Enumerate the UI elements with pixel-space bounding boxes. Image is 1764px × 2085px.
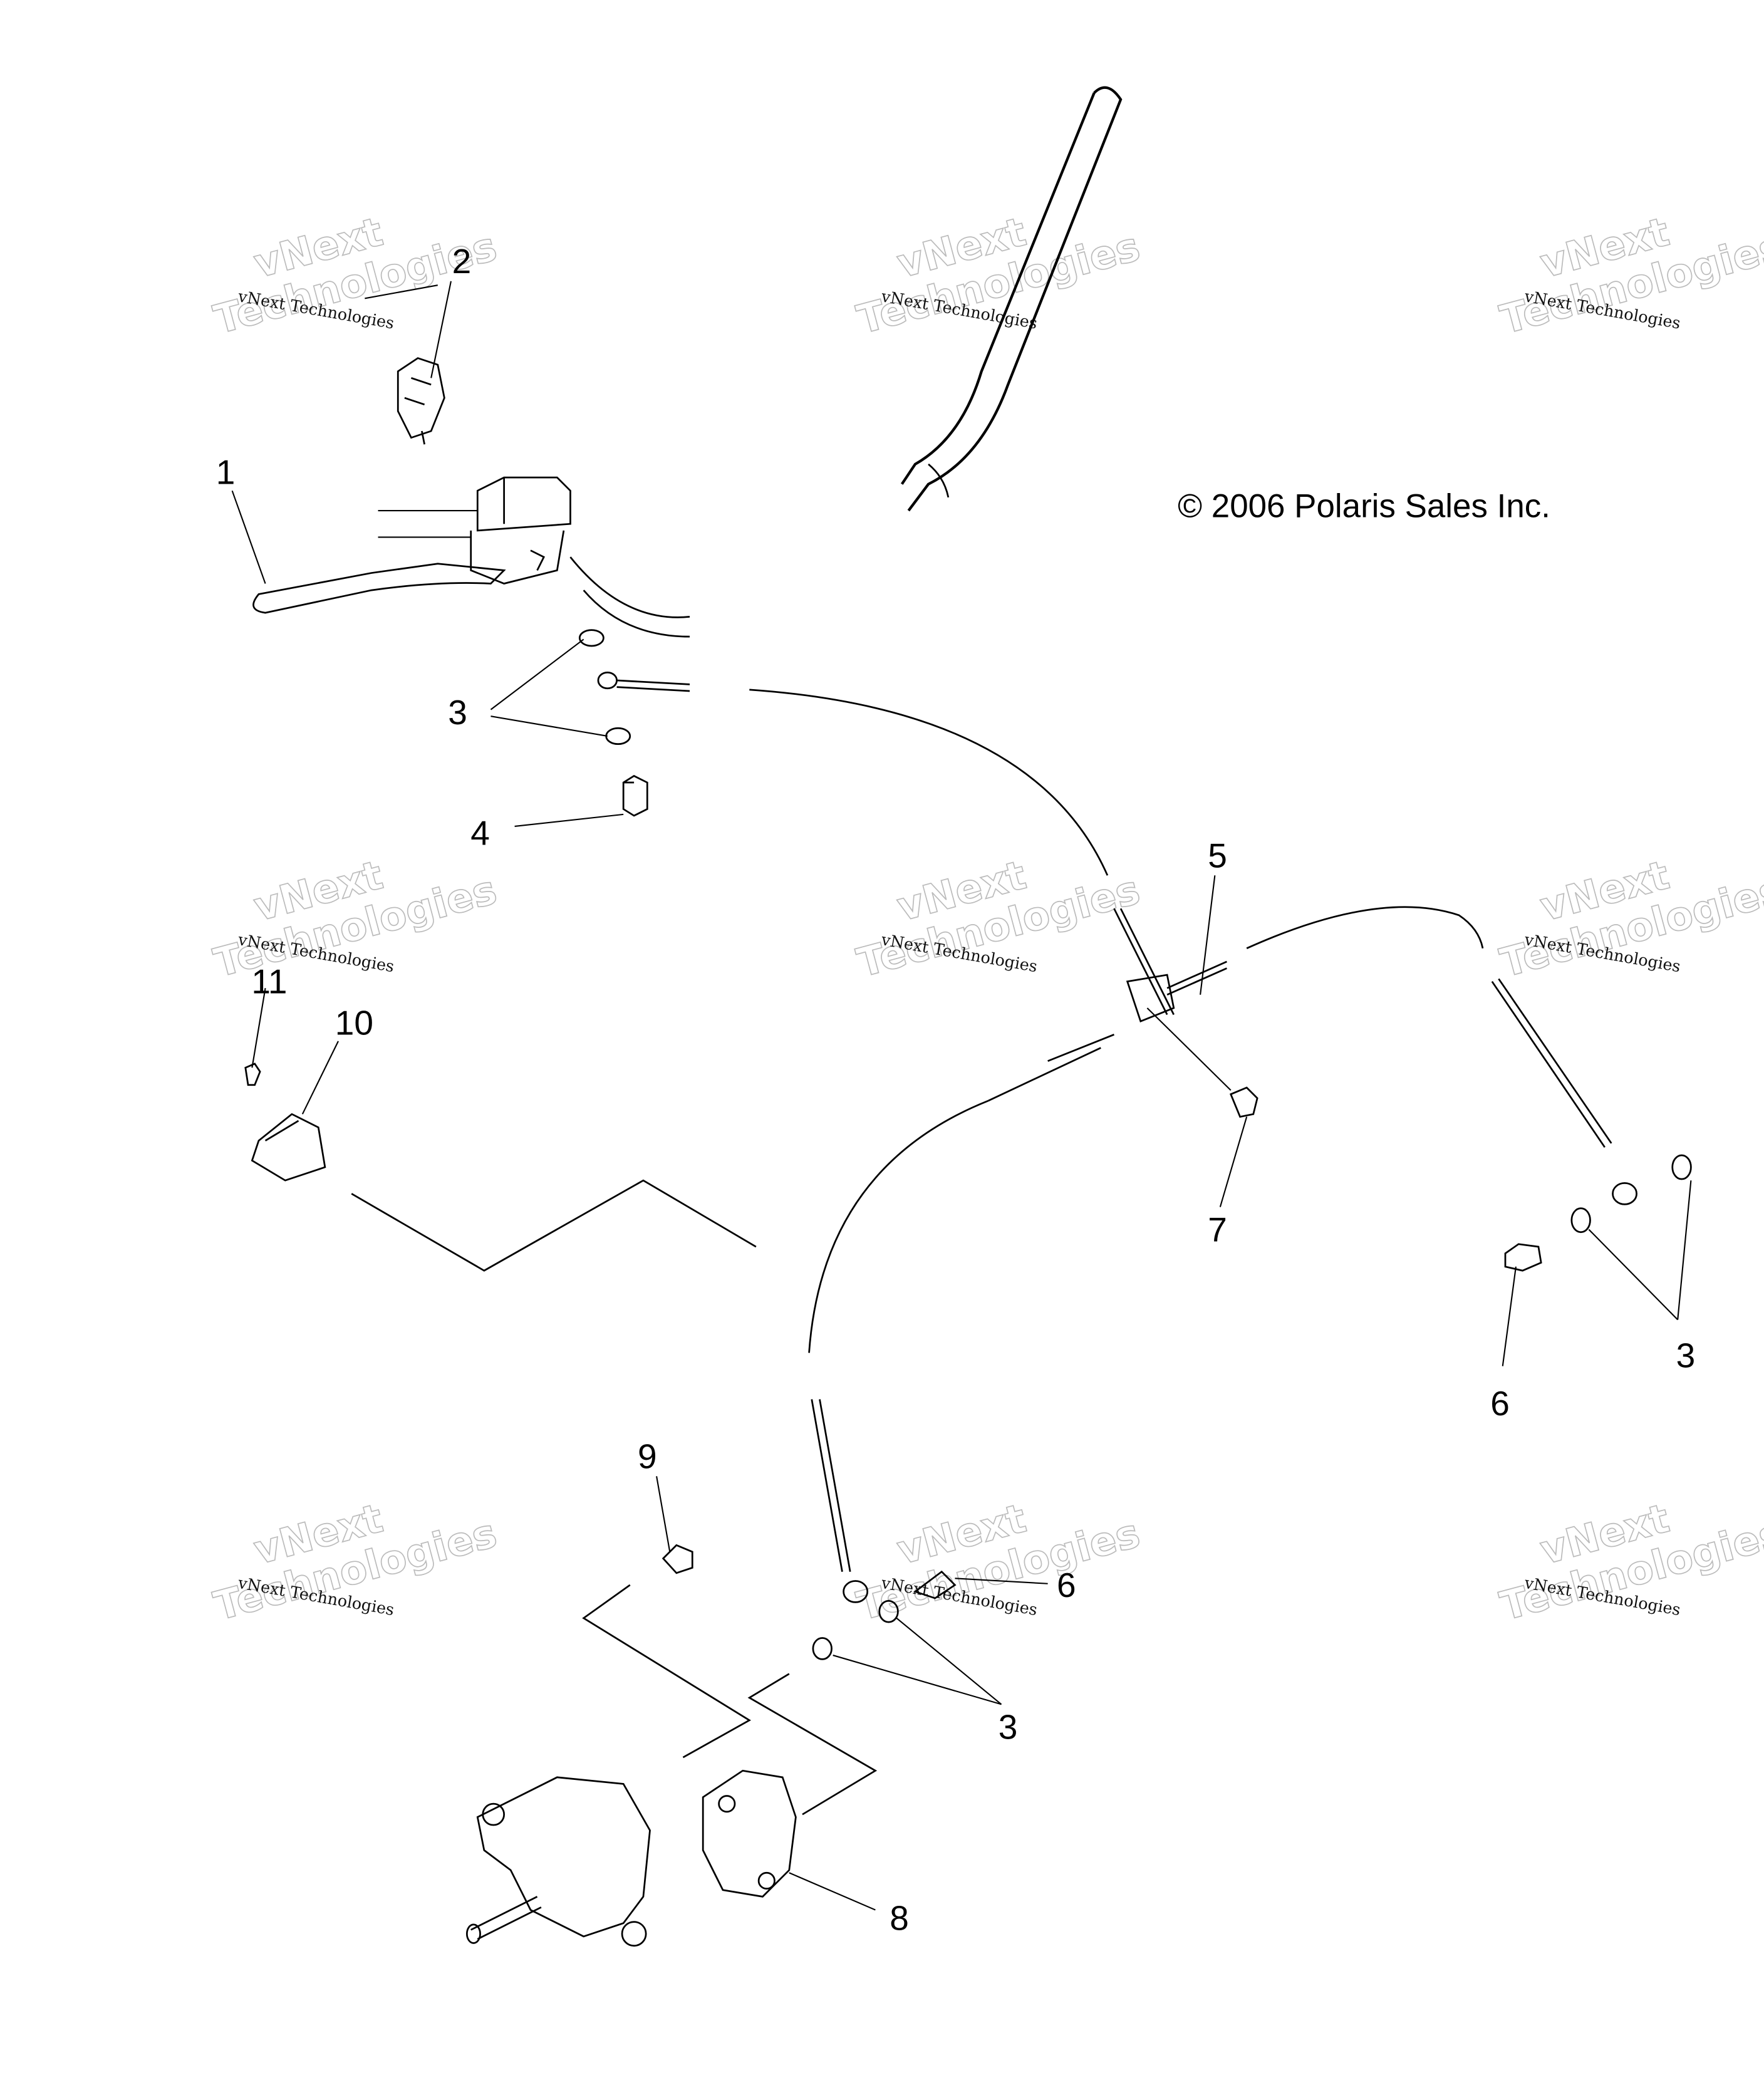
callout-10: 10 [335, 1003, 373, 1042]
part-10-clip [251, 1113, 326, 1182]
part-1-master-cylinder [252, 476, 571, 614]
callout-4: 4 [470, 814, 490, 853]
callout-3: 3 [1676, 1336, 1696, 1375]
callout-5: 5 [1208, 836, 1227, 875]
spindle-knuckle [465, 1776, 651, 1947]
part-5-brake-line [749, 689, 1637, 1603]
washers-top [578, 629, 690, 746]
leader-lines [231, 281, 1692, 1911]
callout-1: 1 [216, 453, 236, 492]
part-8-caliper [702, 1769, 797, 1898]
part-7-bolt [1229, 1086, 1258, 1118]
callout-8: 8 [890, 1898, 909, 1937]
callout-9: 9 [638, 1437, 657, 1476]
handlebar [569, 86, 1123, 638]
callout-3: 3 [448, 693, 467, 732]
part-4-bolt [622, 774, 648, 817]
callout-6: 6 [1057, 1566, 1076, 1604]
reference-lines [351, 1179, 878, 1816]
callout-6: 6 [1490, 1384, 1510, 1423]
callout-2: 2 [452, 242, 472, 281]
callout-11: 11 [251, 962, 287, 1001]
part-2-clamp [397, 357, 445, 445]
callout-7: 7 [1208, 1210, 1227, 1249]
callout-3: 3 [999, 1707, 1018, 1746]
right-hardware [1504, 1154, 1692, 1272]
lower-hardware [662, 1544, 957, 1660]
copyright-notice: © 2006 Polaris Sales Inc. [1178, 488, 1550, 525]
